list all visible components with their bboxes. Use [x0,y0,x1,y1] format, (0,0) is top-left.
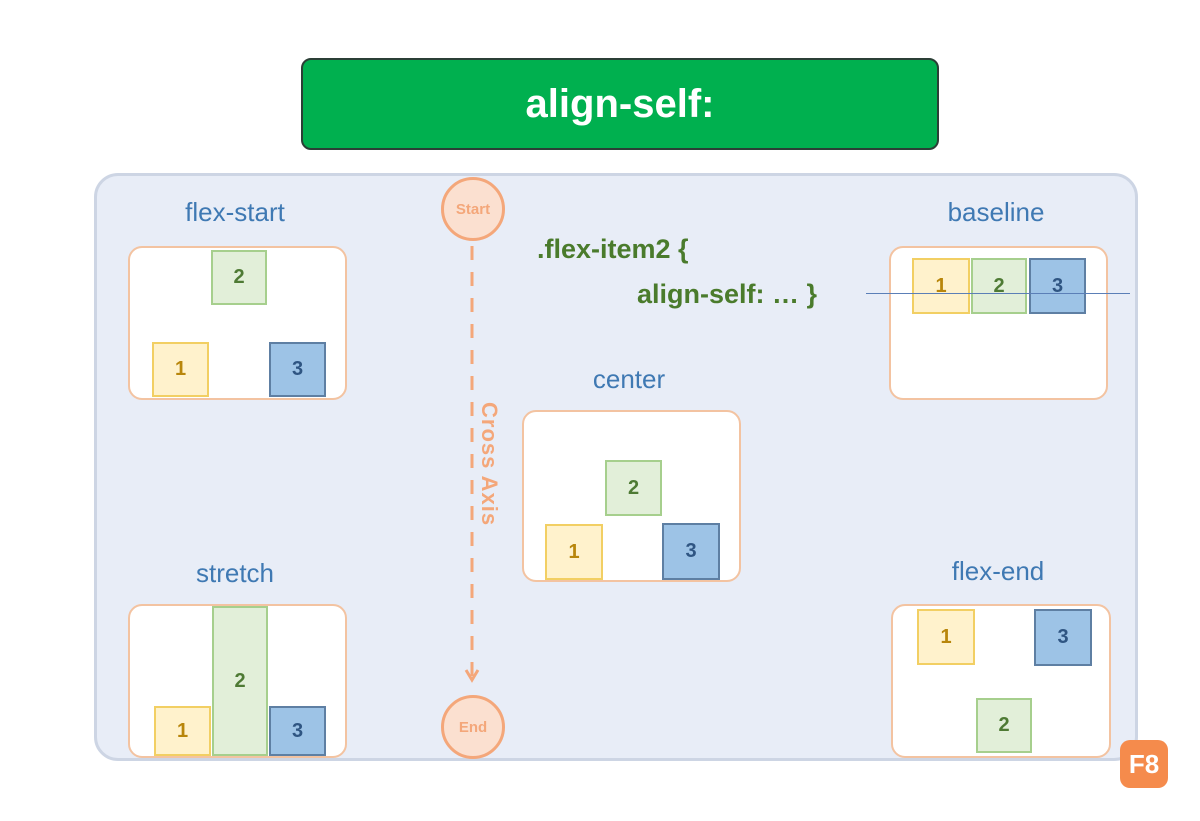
page-title: align-self: [525,81,715,126]
stretch-label: stretch [195,558,275,588]
code-line-2: align-self: … } [637,279,818,309]
flex-start-label: flex-start [185,197,285,227]
flex-start-item-1: 1 [152,342,209,397]
baseline-demo: 1 2 3 [889,246,1108,400]
flex-start-item-2: 2 [211,250,267,305]
center-label: center [592,364,666,394]
stretch-demo: 1 2 3 [128,604,347,758]
center-demo: 1 2 3 [522,410,741,582]
baseline-line [866,293,1130,294]
axis-dashed-arrow [464,246,480,683]
stretch-item-3: 3 [269,706,326,756]
flex-end-demo: 1 2 3 [891,604,1111,758]
title-banner: align-self: [301,58,939,150]
stretch-item-2: 2 [212,606,268,756]
baseline-item-3: 3 [1029,258,1086,314]
f8-logo: F8 [1120,740,1168,788]
center-item-1: 1 [545,524,603,580]
center-item-2: 2 [605,460,662,516]
axis-end-marker: End [441,695,505,759]
flex-end-label: flex-end [951,556,1045,586]
baseline-label: baseline [947,197,1045,227]
center-item-3: 3 [662,523,720,580]
flex-end-item-2: 2 [976,698,1032,753]
flex-end-item-1: 1 [917,609,975,665]
axis-name: Cross Axis [477,402,502,527]
code-line-1: .flex-item2 { [537,234,689,264]
axis-start-label: Start [455,200,491,218]
flex-start-item-3: 3 [269,342,326,397]
baseline-item-2: 2 [971,258,1027,314]
flex-start-demo: 1 2 3 [128,246,347,400]
axis-end-label: End [458,718,488,736]
f8-logo-text: F8 [1128,748,1160,779]
axis-start-marker: Start [441,177,505,241]
stretch-item-1: 1 [154,706,211,756]
flex-end-item-3: 3 [1034,609,1092,666]
baseline-item-1: 1 [912,258,970,314]
